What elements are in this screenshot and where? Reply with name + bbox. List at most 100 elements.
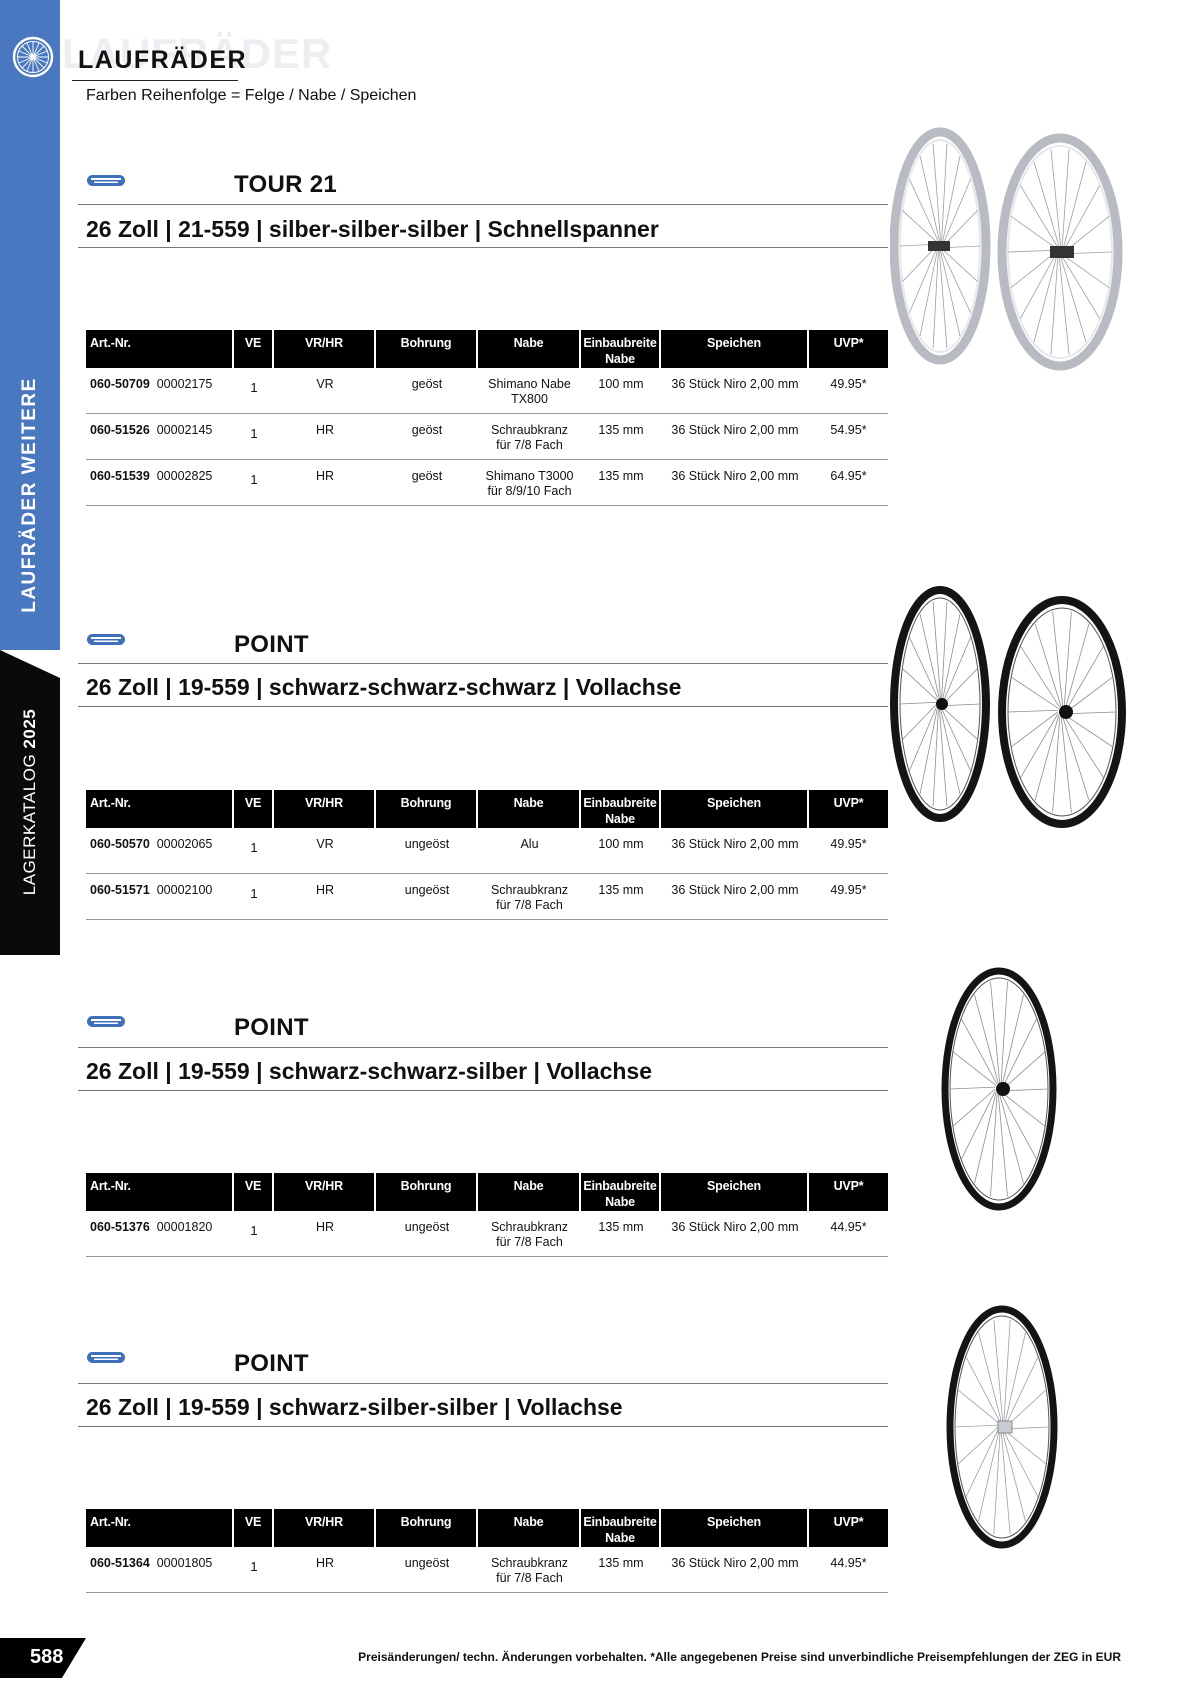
spoke [899,701,938,705]
spoke [1033,255,1058,343]
spoke [1001,994,1024,1086]
spoke [940,251,961,337]
product-name: TOUR 21 [234,171,338,198]
front-wheel [890,586,990,822]
spoke [1002,1051,1046,1090]
header-watermark: LAUFRÄDER [62,30,333,77]
spoke [919,249,938,337]
spoke [1050,149,1062,247]
spoke [939,709,948,807]
spoke [908,247,938,314]
spoke [1065,646,1104,711]
col-art-nr: Art.-Nr. [86,1173,234,1211]
section-divider [78,1047,888,1048]
col-nabe: Nabe [478,330,581,368]
col-bohrung: Bohrung [376,1173,478,1211]
spoke [1003,1431,1039,1498]
product-spec: 26 Zoll | 19-559 | schwarz-silber-silber… [86,1394,623,1420]
spoke [942,636,972,703]
spoke [1052,611,1064,708]
wheel-black-silver-image [941,967,1057,1211]
spoke [1033,161,1060,247]
sidebar-category-label: LAUFRÄDER WEITERE [19,377,40,613]
spoke [1060,716,1072,813]
spoke [1000,1093,1037,1160]
spoke [1066,676,1113,713]
table-header-row: Art.-Nr. VE VR/HR Bohrung Nabe Einbaubre… [86,790,888,828]
spoke [1000,981,1008,1085]
spoke [993,1431,1001,1535]
spoke [1019,184,1059,248]
spoke [941,250,972,314]
table-row: 060-51364 00001805 1 HR ungeöst Schraubk… [86,1547,888,1593]
product-name: POINT [234,631,309,658]
col-uvp: UVP* [809,1509,888,1547]
col-bohrung: Bohrung [376,330,478,368]
spoke [965,1356,1001,1423]
section-divider [78,706,888,707]
spoke [1034,715,1060,801]
spoke [942,155,961,243]
spoke [961,1018,998,1085]
table-row: 060-50709 00002175 1 VR geöst Shimano Na… [86,368,888,414]
spoke [1002,1432,1026,1522]
spoke [1052,716,1061,813]
col-vrhr: VR/HR [274,1509,376,1547]
col-art-nr: Art.-Nr. [86,330,234,368]
spoke [932,143,941,241]
section-divider [78,1090,888,1091]
table-row: 060-51526 00002145 1 HR geöst Schraubkra… [86,414,888,460]
spoke [961,1090,996,1160]
page-subtitle: Farben Reihenfolge = Felge / Nabe / Spei… [86,87,417,104]
spoke [908,636,939,700]
spoke [1050,256,1059,355]
col-nabe: Nabe [478,790,581,828]
spoke [997,1094,1008,1197]
col-speichen: Speichen [661,790,809,828]
spoke [1005,1356,1039,1426]
spoke [1062,161,1087,249]
spoke [942,178,972,245]
spoke [965,1428,999,1498]
spoke [1061,256,1101,320]
product-spec: 26 Zoll | 21-559 | silber-silber-silber … [86,216,659,242]
col-nabe: Nabe [478,1509,581,1547]
spoke [949,1086,996,1090]
wheel-black-silver-silver-image [946,1305,1058,1549]
spoke [1002,1018,1037,1088]
spoke [932,708,939,807]
spoke [932,250,939,349]
spoke [999,1094,1024,1184]
spoke [1064,623,1090,709]
rear-wheel [941,967,1057,1211]
product-name: POINT [234,1350,309,1377]
spoke [990,1093,998,1197]
spoke [942,249,978,282]
spoke [919,155,940,241]
spoke [919,613,940,699]
spoke [902,245,938,282]
wheel-icon [12,36,54,78]
spoke [1058,257,1070,355]
col-ve: VE [234,790,274,828]
spoke [1003,1319,1011,1423]
col-ve: VE [234,1509,274,1547]
spec-table: Art.-Nr. VE VR/HR Bohrung Nabe Einbaubre… [86,790,888,920]
col-speichen: Speichen [661,330,809,368]
spoke [941,601,948,700]
col-art-nr: Art.-Nr. [86,790,234,828]
rear-wheel [998,596,1126,828]
spoke [942,668,978,705]
spoke [1007,709,1058,713]
spoke [1005,1389,1047,1428]
section-divider [78,1426,888,1427]
spoke [952,1051,997,1086]
header-divider [72,80,238,81]
page-number: 588 [30,1646,64,1668]
spoke [942,210,978,247]
spoke [1004,1430,1047,1465]
spoke [1004,1332,1026,1424]
